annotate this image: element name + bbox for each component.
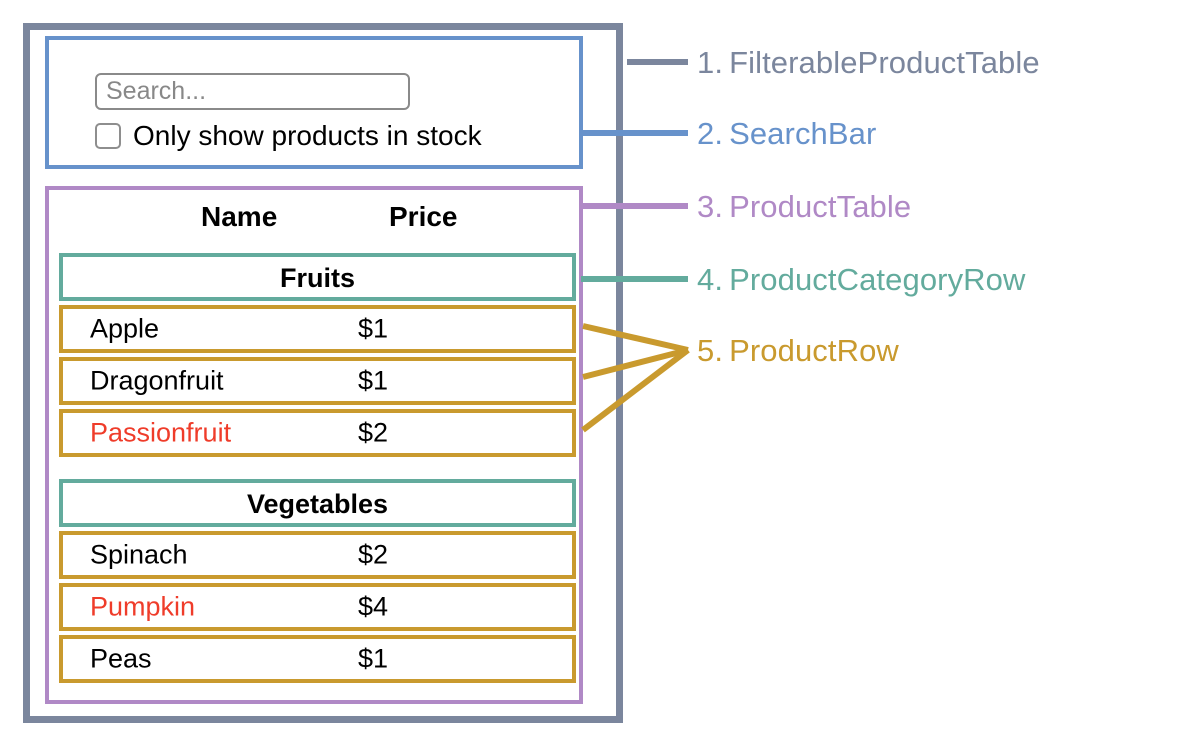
table-header-row: Name Price	[49, 203, 579, 243]
product-row: Apple $1	[59, 305, 576, 353]
legend-label: ProductRow	[729, 333, 899, 368]
product-name: Pumpkin	[90, 591, 196, 622]
legend-item-productcategoryrow: 4.ProductCategoryRow	[697, 264, 1026, 295]
search-input[interactable]: Search...	[95, 73, 410, 110]
product-price: $1	[358, 365, 389, 396]
legend-number: 3.	[697, 189, 724, 224]
product-price: $1	[358, 643, 389, 674]
product-row: Peas $1	[59, 635, 576, 683]
legend-item-producttable: 3.ProductTable	[697, 191, 911, 222]
product-table-component: Name Price Fruits Apple $1 Dragonfruit $…	[45, 186, 583, 704]
legend: 1.FilterableProductTable 2.SearchBar 3.P…	[697, 0, 1197, 744]
legend-item-productrow: 5.ProductRow	[697, 335, 899, 366]
search-bar-component: Search... Only show products in stock	[45, 36, 583, 169]
in-stock-checkbox-label: Only show products in stock	[133, 120, 482, 151]
in-stock-checkbox-row[interactable]: Only show products in stock	[95, 122, 482, 150]
legend-item-searchbar: 2.SearchBar	[697, 118, 876, 149]
product-name: Peas	[90, 643, 152, 674]
product-price: $4	[358, 591, 389, 622]
product-price: $2	[358, 539, 389, 570]
product-row: Pumpkin $4	[59, 583, 576, 631]
product-row: Spinach $2	[59, 531, 576, 579]
product-row: Passionfruit $2	[59, 409, 576, 457]
legend-label: FilterableProductTable	[729, 45, 1040, 80]
product-name: Apple	[90, 313, 160, 344]
product-category-row: Vegetables	[59, 479, 576, 527]
product-category-label: Vegetables	[246, 488, 389, 519]
checkbox-unchecked-icon[interactable]	[95, 123, 121, 149]
column-header-price: Price	[389, 201, 458, 232]
product-category-row: Fruits	[59, 253, 576, 301]
product-price: $2	[358, 417, 389, 448]
product-name: Dragonfruit	[90, 365, 224, 396]
legend-number: 2.	[697, 116, 724, 151]
legend-number: 5.	[697, 333, 724, 368]
legend-number: 1.	[697, 45, 724, 80]
product-name: Spinach	[90, 539, 188, 570]
legend-item-filterableproducttable: 1.FilterableProductTable	[697, 47, 1040, 78]
legend-number: 4.	[697, 262, 724, 297]
category-group-spacer	[59, 461, 576, 479]
column-header-name: Name	[201, 201, 278, 232]
product-name: Passionfruit	[90, 417, 232, 448]
product-category-label: Fruits	[279, 262, 355, 293]
legend-label: SearchBar	[729, 116, 877, 151]
legend-label: ProductTable	[729, 189, 912, 224]
product-row: Dragonfruit $1	[59, 357, 576, 405]
legend-label: ProductCategoryRow	[729, 262, 1026, 297]
product-table-body: Fruits Apple $1 Dragonfruit $1 Passionfr…	[59, 253, 576, 687]
product-price: $1	[358, 313, 389, 344]
